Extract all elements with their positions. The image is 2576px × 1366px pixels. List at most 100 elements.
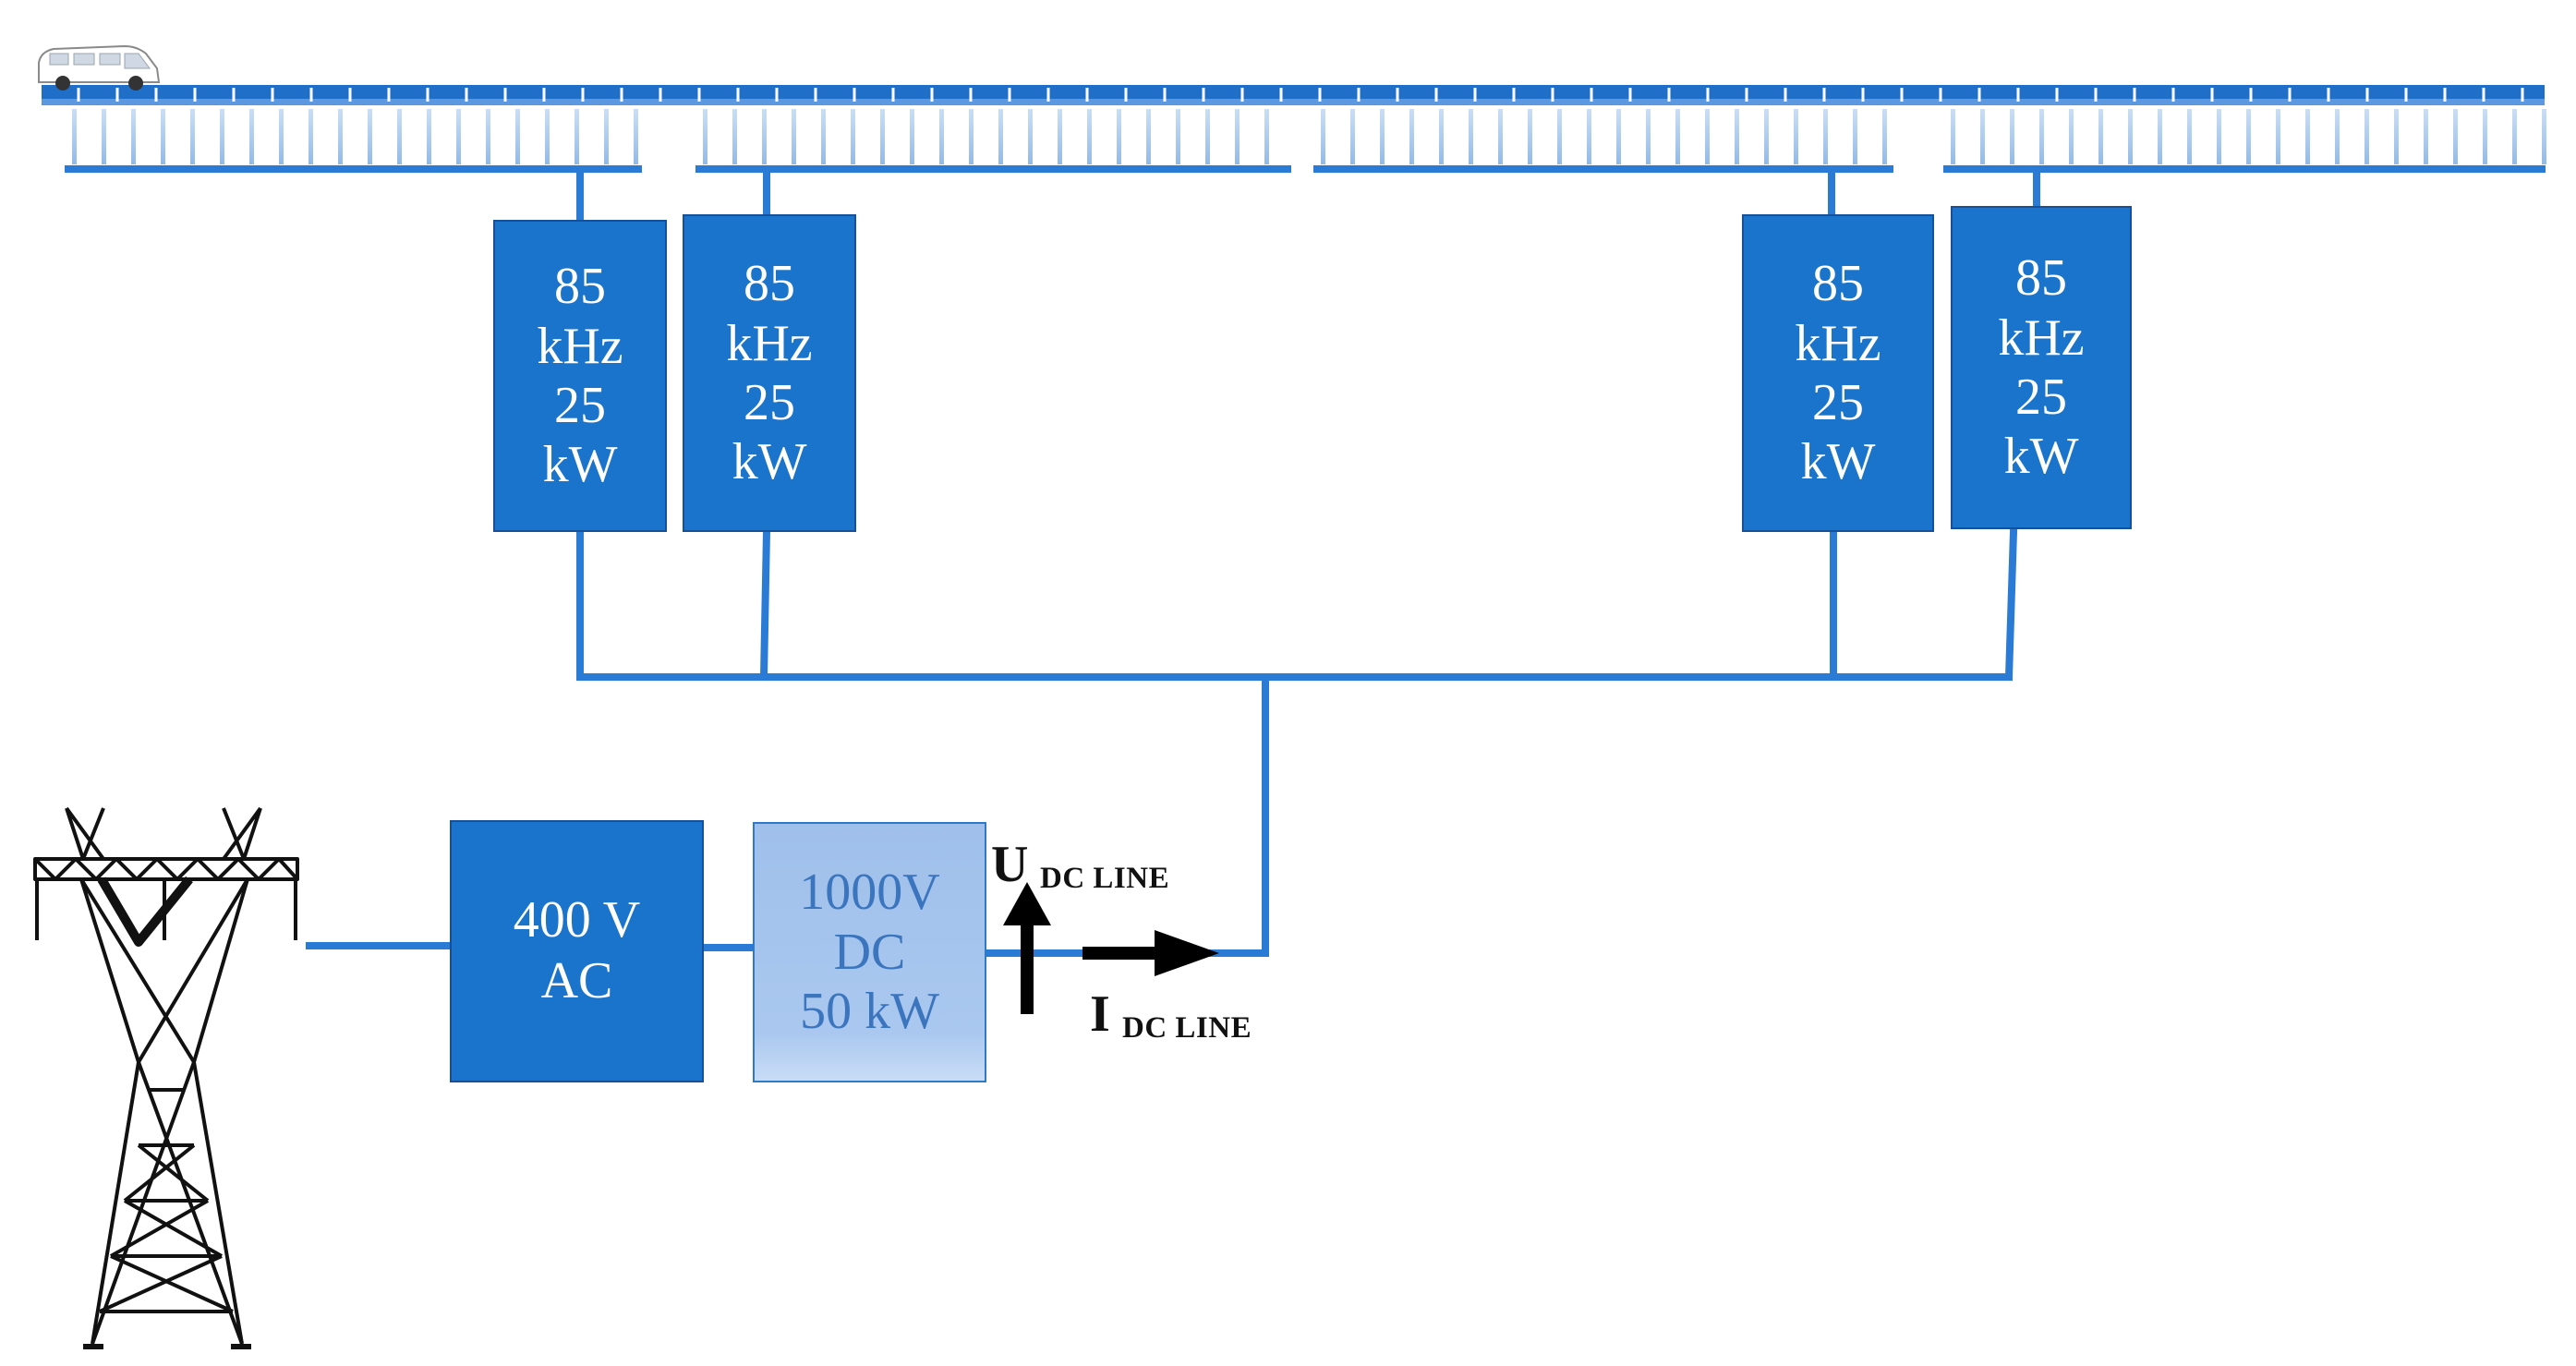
inverter-1-line-1: 85	[554, 258, 606, 316]
coil-tick	[190, 109, 195, 164]
coil-tick	[1350, 109, 1355, 164]
coil-tick	[2217, 109, 2221, 164]
coil-tick	[1794, 109, 1798, 164]
coil-tick	[1557, 109, 1562, 164]
coil-tick	[1705, 109, 1710, 164]
coil-tick	[545, 109, 550, 164]
inverter-3-line-2: kHz	[1795, 314, 1881, 372]
coil-tick	[102, 109, 106, 164]
coil-tick	[2424, 109, 2428, 164]
coil-tick	[2098, 109, 2103, 164]
voltage-subscript: DC LINE	[1040, 862, 1170, 895]
coil-tick	[604, 109, 609, 164]
coil-tick	[1823, 109, 1828, 164]
coil-tick	[1735, 109, 1739, 164]
coil-tick	[2069, 109, 2074, 164]
ac-supply-block: 400 V AC	[450, 820, 704, 1082]
inverter-1-line-2: kHz	[537, 317, 623, 375]
coil-tick	[2246, 109, 2251, 164]
coil-tick	[2335, 109, 2340, 164]
inverter-block-2: 85 kHz 25 kW	[683, 214, 856, 532]
coil-tick	[2305, 109, 2310, 164]
coil-tick	[2483, 109, 2487, 164]
coil-tick	[634, 109, 638, 164]
coil-tick	[1469, 109, 1473, 164]
inverter-4-line-4: kW	[2003, 428, 2079, 486]
dc-line-1: 1000V	[799, 864, 940, 922]
charging-pad-segment-2	[695, 109, 1291, 173]
coil-tick	[486, 109, 490, 164]
coil-tick	[249, 109, 254, 164]
coil-tick	[2039, 109, 2044, 164]
coil-tick	[703, 109, 707, 164]
coil-tick	[1498, 109, 1503, 164]
coil-tick	[762, 109, 767, 164]
current-subscript: DC LINE	[1122, 1011, 1252, 1045]
coil-tick	[732, 109, 737, 164]
coil-tick	[1380, 109, 1385, 164]
coil-tick	[2394, 109, 2399, 164]
charging-pad-segment-3	[1313, 109, 1893, 173]
coil-tick	[2010, 109, 2014, 164]
coil-tick	[515, 109, 520, 164]
coil-tick	[1146, 109, 1151, 164]
coil-tick	[2158, 109, 2162, 164]
coil-tick	[1409, 109, 1414, 164]
inverter-block-4: 85 kHz 25 kW	[1951, 206, 2132, 529]
coil-tick	[220, 109, 224, 164]
coil-tick	[851, 109, 855, 164]
inverter-3-line-4: kW	[1800, 433, 1876, 491]
coil-tick	[1087, 109, 1092, 164]
coil-tick	[2128, 109, 2133, 164]
coil-tick	[1764, 109, 1769, 164]
coil-tick	[308, 109, 313, 164]
coil-tick	[2512, 109, 2517, 164]
voltage-arrow	[1003, 882, 1051, 1014]
coil-tick	[1980, 109, 1985, 164]
dc-converter-block: 1000V DC 50 kW	[753, 822, 986, 1082]
inverter-2-line-1: 85	[744, 255, 795, 313]
inverter-block-3: 85 kHz 25 kW	[1742, 214, 1934, 532]
coil-tick	[1028, 109, 1033, 164]
current-arrow	[1082, 930, 1219, 976]
coil-tick	[427, 109, 431, 164]
coil-tick	[969, 109, 974, 164]
coil-tick	[1616, 109, 1621, 164]
charging-pad-segment-1	[65, 109, 642, 173]
coil-tick	[1528, 109, 1532, 164]
charging-pad-segment-4	[1943, 109, 2546, 173]
coil-tick	[456, 109, 461, 164]
coil-tick	[2453, 109, 2458, 164]
coil-tick	[910, 109, 914, 164]
coil-tick	[792, 109, 796, 164]
inverter-2-line-3: 25	[744, 374, 795, 431]
coil-tick	[1235, 109, 1240, 164]
coil-tick	[1951, 109, 1955, 164]
coil-tick	[1176, 109, 1180, 164]
coil-tick	[1117, 109, 1121, 164]
coil-tick	[939, 109, 944, 164]
inverter-4-line-2: kHz	[1998, 308, 2085, 367]
dc-line-2: DC	[833, 923, 906, 981]
inverter-1-line-3: 25	[554, 377, 606, 434]
inverter-3-line-1: 85	[1812, 255, 1864, 313]
ac-line-2: AC	[540, 952, 613, 1009]
ac-line-1: 400 V	[513, 891, 641, 949]
coil-tick	[131, 109, 136, 164]
coil-tick	[1882, 109, 1887, 164]
coil-tick	[1587, 109, 1591, 164]
coil-tick	[2276, 109, 2280, 164]
coil-tick	[1205, 109, 1210, 164]
roadway-rail	[42, 85, 2545, 105]
current-symbol: I	[1090, 985, 1110, 1043]
coil-tick	[161, 109, 165, 164]
inverter-4-line-3: 25	[2015, 369, 2067, 426]
coil-tick	[2187, 109, 2192, 164]
coil-tick	[1853, 109, 1857, 164]
coil-tick	[1321, 109, 1325, 164]
inverter-4-line-1: 85	[2015, 249, 2067, 308]
coil-tick	[1675, 109, 1680, 164]
inverter-3-line-3: 25	[1812, 374, 1864, 431]
